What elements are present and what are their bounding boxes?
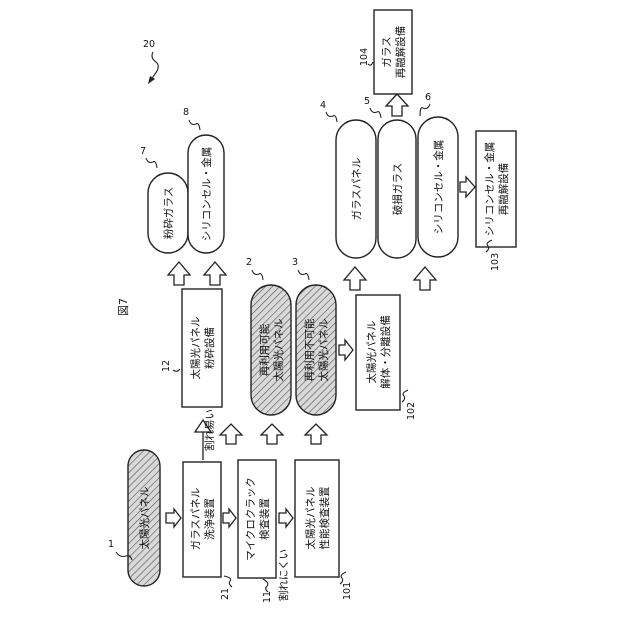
arrow-microcrack-to-performance: [279, 509, 293, 527]
node-silicon-metal-b-label: シリコンセル・金属: [432, 140, 445, 235]
system-ref-leader: [151, 52, 158, 80]
ref-2-leader: [252, 270, 263, 280]
node-dismantle-facility-line1: 太陽光パネル: [365, 321, 378, 384]
ref-104: 104: [359, 48, 370, 66]
node-glass-panel: ガラスパネル: [336, 120, 376, 258]
node-performance-inspector-line1: 太陽光パネル: [304, 487, 317, 550]
node-glass-panel-cleaner-line2: 洗浄装置: [203, 498, 216, 540]
node-silicon-remelt-line2: 再融解設備: [497, 163, 510, 216]
ref-5: 5: [364, 96, 370, 107]
node-broken-glass: 破損ガラス: [378, 120, 416, 258]
node-nonreusable-panel-line2: 太陽光パネル: [317, 319, 330, 382]
node-glass-remelt-line1: ガラス: [381, 36, 393, 67]
node-dismantle-facility-line2: 解体・分離設備: [379, 315, 392, 389]
arrow-crusher-to-crushed-glass: [168, 262, 190, 285]
ref-21: 21: [220, 588, 231, 600]
node-silicon-metal-a: シリコンセル・金属: [188, 135, 224, 253]
ref-12-leader: [173, 369, 180, 371]
figure-title: 図7: [117, 298, 130, 316]
node-silicon-remelt: シリコンセル・金属 再融解設備: [476, 131, 516, 247]
arrow-cleaner-to-microcrack: [223, 509, 236, 527]
node-reusable-panel-line2: 太陽光パネル: [272, 319, 285, 382]
node-reusable-panel: 再利用可能 太陽光パネル: [251, 285, 291, 415]
ref-4: 4: [320, 100, 326, 111]
node-performance-inspector: 太陽光パネル 性能検査装置: [295, 460, 339, 577]
ref-1: 1: [108, 539, 114, 550]
arrow-microcrack-to-fragile: [220, 424, 242, 444]
ref-21-leader: [224, 576, 232, 587]
node-solar-panel-label: 太陽光パネル: [138, 487, 151, 550]
node-silicon-remelt-line1: シリコンセル・金属: [483, 142, 496, 237]
node-glass-panel-cleaner-line1: ガラスパネル: [190, 488, 202, 551]
node-crushed-glass-label: 粉砕ガラス: [162, 187, 175, 239]
node-microcrack-inspector: マイクロクラック 検査装置: [238, 460, 276, 578]
node-solar-panel-crusher: 太陽光パネル 粉砕設備: [182, 289, 222, 407]
ref-103: 103: [490, 253, 501, 271]
node-solar-panel-crusher-line2: 粉砕設備: [203, 327, 216, 369]
node-glass-remelt: ガラス 再融解設備: [374, 10, 412, 94]
ref-11-leader: [263, 579, 268, 592]
arrow-dismantle-to-glass-panel: [344, 267, 366, 290]
node-dismantle-facility: 太陽光パネル 解体・分離設備: [356, 295, 400, 410]
ref-5-leader: [370, 108, 381, 118]
system-ref-arrowhead: [148, 76, 155, 84]
node-microcrack-inspector-line2: 検査装置: [258, 498, 271, 540]
ref-101: 101: [342, 582, 353, 600]
ref-8: 8: [183, 107, 189, 118]
ref-12: 12: [161, 360, 172, 372]
arrow-solar-to-cleaner: [166, 509, 181, 527]
node-nonreusable-panel: 再利用不可能 太陽光パネル: [296, 285, 336, 415]
ref-102: 102: [406, 402, 417, 420]
arrow-microcrack-to-reusable: [261, 424, 283, 444]
ref-6: 6: [425, 92, 431, 103]
system-ref-label: 20: [143, 39, 155, 50]
node-performance-inspector-line2: 性能検査装置: [318, 487, 331, 550]
node-crushed-glass: 粉砕ガラス: [148, 173, 188, 253]
ref-8-leader: [189, 120, 200, 130]
label-robust: 割れにくい: [277, 549, 290, 601]
label-fragile: 割れ易い: [203, 409, 216, 451]
node-solar-panel-crusher-line1: 太陽光パネル: [189, 317, 202, 380]
ref-3-leader: [298, 270, 309, 280]
node-glass-panel-label: ガラスパネル: [351, 158, 363, 221]
ref-7: 7: [140, 146, 146, 157]
ref-2: 2: [246, 257, 252, 268]
arrow-performance-to-nonreusable: [305, 424, 327, 444]
node-silicon-metal-a-label: シリコンセル・金属: [200, 147, 213, 242]
arrow-crusher-to-silicon-metal: [204, 262, 226, 285]
node-solar-panel: 太陽光パネル: [128, 450, 160, 586]
node-nonreusable-panel-line1: 再利用不可能: [303, 318, 316, 381]
arrow-silicon-to-remelt: [460, 177, 475, 197]
ref-7-leader: [146, 158, 157, 168]
ref-3: 3: [292, 257, 298, 268]
ref-6-leader: [420, 104, 430, 116]
ref-4-leader: [326, 112, 337, 122]
ref-11: 11: [262, 591, 273, 603]
ref-102-leader: [402, 390, 408, 402]
node-silicon-metal-b: シリコンセル・金属: [418, 117, 458, 257]
node-reusable-panel-line1: 再利用可能: [258, 323, 271, 376]
arrow-dismantle-to-silicon-metal: [414, 267, 436, 290]
arrow-nonreusable-to-dismantle: [339, 340, 353, 360]
node-glass-remelt-line2: 再融解設備: [394, 26, 407, 79]
node-broken-glass-label: 破損ガラス: [391, 163, 404, 215]
node-microcrack-inspector-line1: マイクロクラック: [245, 477, 257, 561]
arrow-broken-glass-to-remelt: [386, 94, 408, 116]
node-glass-panel-cleaner: ガラスパネル 洗浄装置: [183, 462, 221, 577]
